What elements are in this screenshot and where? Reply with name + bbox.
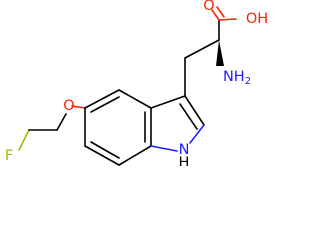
stereo-wedge xyxy=(216,40,224,66)
bond-c3-c2-inner xyxy=(179,103,198,130)
bond-carbonyl-inner xyxy=(216,6,225,18)
bond-f-c xyxy=(18,129,30,151)
bond-c3a-c3 xyxy=(150,95,186,109)
bond-c5-c4-inner xyxy=(90,96,120,113)
bond-c-o-left xyxy=(56,113,67,131)
amino-label: NH2 xyxy=(223,69,251,87)
bond-c7a-c7 xyxy=(118,145,152,166)
bond-c-oh xyxy=(218,18,237,21)
bond-c2-n1 xyxy=(189,124,205,144)
bond-c4-c3a xyxy=(118,89,152,109)
bond-n1-c7a xyxy=(150,145,178,152)
bond-c7-c6-inner xyxy=(90,141,120,159)
fluorine-label: F xyxy=(5,148,13,164)
bond-o-c-aryl xyxy=(71,105,86,109)
bond-c3-c2 xyxy=(184,95,205,126)
indole-nitrogen-label: N xyxy=(179,142,190,158)
carbonyl-oxygen-label: O xyxy=(203,0,214,14)
indole-hydrogen-label: H xyxy=(179,155,190,166)
molecule-structure: F O O OH NH2 N H xyxy=(5,0,268,166)
bond-c7-c6 xyxy=(84,145,120,166)
hydroxyl-label: OH xyxy=(246,11,268,27)
ether-oxygen-label: O xyxy=(63,98,74,114)
bond-cbeta-calpha xyxy=(184,39,220,59)
bond-carbonyl-outer xyxy=(211,9,220,21)
bond-c5-c4 xyxy=(84,89,120,109)
